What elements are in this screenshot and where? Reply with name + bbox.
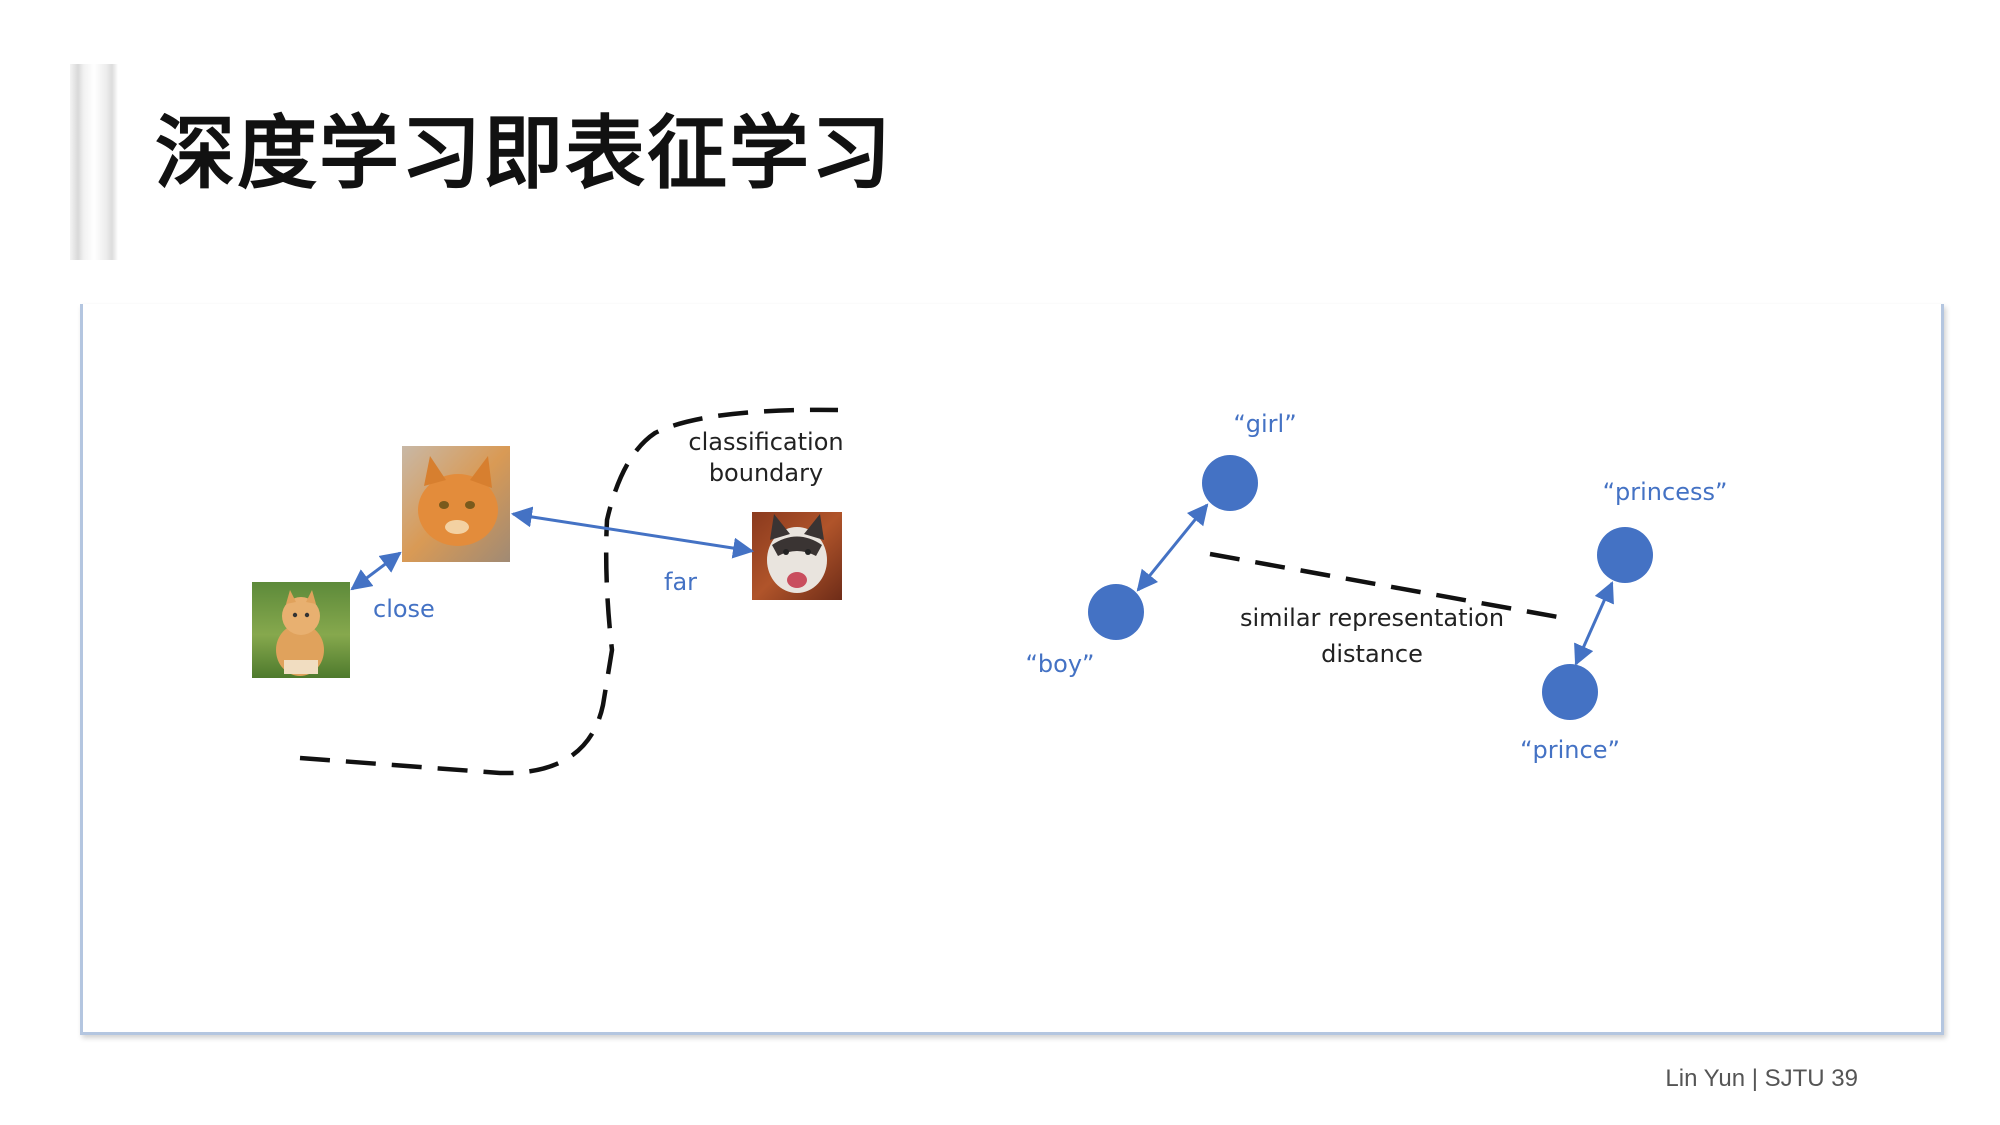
close-arrow [350,551,402,591]
far-label: far [664,568,697,596]
slide-footer: Lin Yun | SJTU 39 [1665,1065,1858,1092]
distance-label-line1: similar representation [1240,604,1504,632]
distance-label-line2: distance [1321,640,1423,668]
representation-distance-line [1209,551,1559,620]
princess-node [1597,527,1653,583]
princess-label: “princess” [1603,478,1728,506]
close-label: close [373,595,435,623]
far-arrow [510,506,755,559]
boundary-label-line2: boundary [709,459,823,487]
figure-frame [80,304,1944,1035]
boundary-label-line1: classification [688,428,843,456]
title-accent-bar [70,64,118,260]
girl-label: “girl” [1233,410,1296,438]
boy-node [1088,584,1144,640]
slide-title: 深度学习即表征学习 [155,107,893,200]
girl-boy-arrow [1136,503,1209,592]
boy-label: “boy” [1026,650,1095,678]
husky-dog-image [752,512,842,600]
kitten-image [252,582,350,678]
princess-prince-arrow [1574,581,1614,666]
girl-node [1202,455,1258,511]
orange-cat-image [402,446,510,562]
prince-label: “prince” [1520,736,1620,764]
prince-node [1542,664,1598,720]
